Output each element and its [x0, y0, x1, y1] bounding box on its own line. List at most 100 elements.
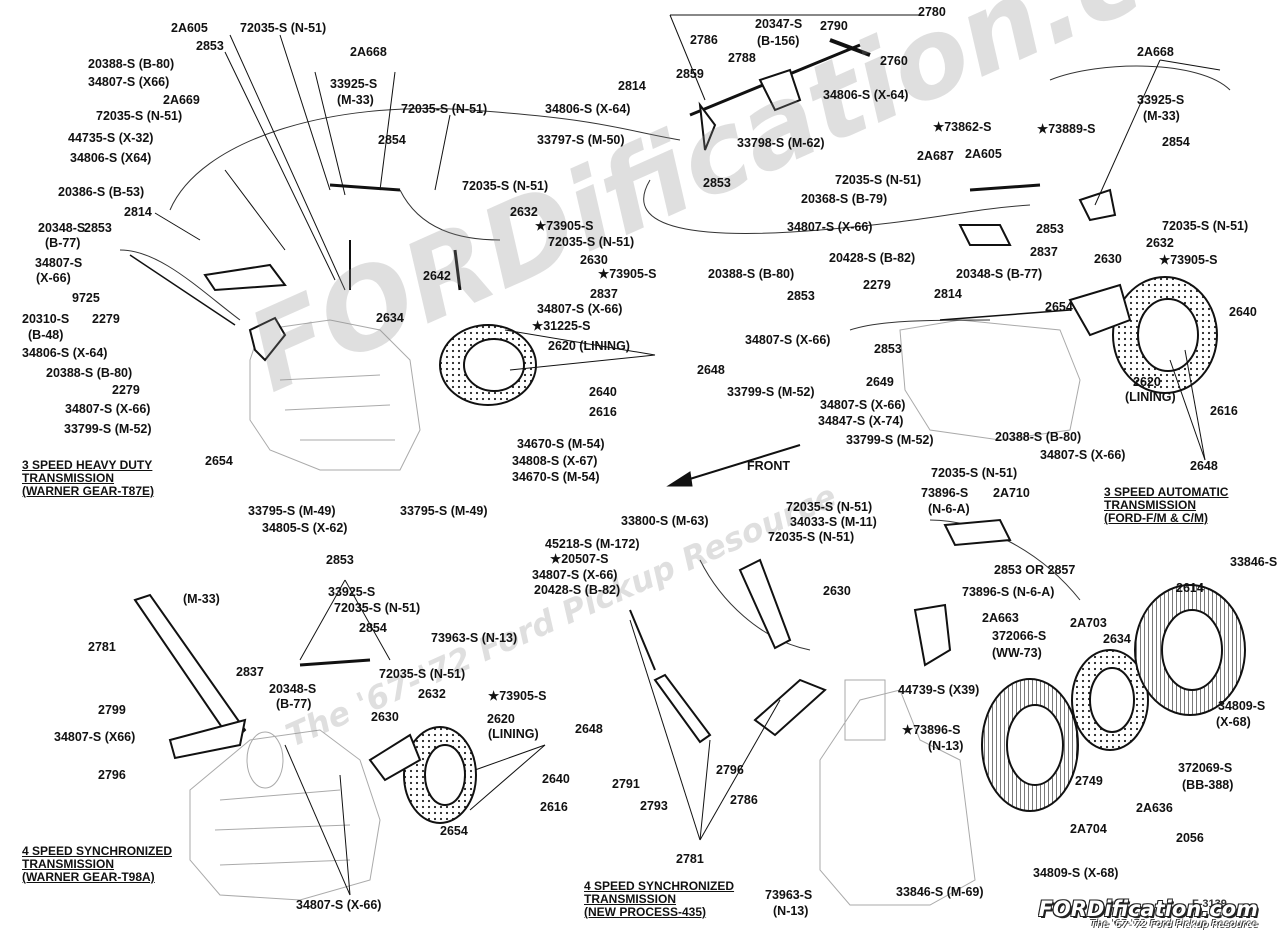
- hd-linkage: [129, 183, 462, 362]
- part-label: 2279: [863, 278, 891, 292]
- part-label: 2A704: [1070, 822, 1107, 836]
- part-label: 34807-S (X-66): [537, 302, 623, 316]
- part-label: 72035-S (N-51): [379, 667, 466, 681]
- part-label: 2853: [703, 176, 731, 190]
- part-label: 20348-S: [38, 221, 86, 235]
- part-label: 33925-S: [330, 77, 378, 91]
- part-label: 33797-S (M-50): [537, 133, 625, 147]
- part-label: 33795-S (M-49): [400, 504, 488, 518]
- part-label: 72035-S (N-51): [96, 109, 183, 123]
- part-label: 34807-S (X66): [88, 75, 170, 89]
- part-label: 2A669: [163, 93, 200, 107]
- fordification-logo: FORDification.com The '67-'72 Ford Picku…: [1039, 897, 1259, 930]
- part-label: 72035-S (N-51): [240, 21, 327, 35]
- part-label: 34807-S (X-66): [296, 898, 382, 912]
- part-label: (BB-388): [1182, 778, 1234, 792]
- part-label: 2634: [376, 311, 404, 325]
- part-label: 2853: [787, 289, 815, 303]
- np435-linkage: [629, 558, 827, 744]
- part-label: 2616: [540, 800, 568, 814]
- part-label: 2056: [1176, 831, 1204, 845]
- part-label: 20388-S (B-80): [88, 57, 175, 71]
- part-label: 2279: [112, 383, 140, 397]
- auto-brake-band: [1068, 276, 1218, 394]
- logo-tagline: The '67-'72 Ford Pickup Resource: [1090, 919, 1258, 930]
- part-label: 33795-S (M-49): [248, 504, 336, 518]
- np435-brake-drum-assembly: [981, 584, 1246, 812]
- part-label: 9725: [72, 291, 100, 305]
- part-label: (LINING): [488, 727, 539, 741]
- figure-number: F-3139: [1192, 898, 1227, 910]
- part-label: 72035-S (N-51): [548, 235, 635, 249]
- part-label: (WW-73): [992, 646, 1042, 660]
- part-label: 2853: [1036, 222, 1064, 236]
- part-label: 20388-S (B-80): [46, 366, 133, 380]
- part-label: 2854: [359, 621, 387, 635]
- part-label: 2640: [1229, 305, 1257, 319]
- part-label: 2648: [1190, 459, 1218, 473]
- part-label: ★73905-S: [535, 219, 594, 233]
- part-label: 2791: [612, 777, 640, 791]
- logo-main: FORDification.com: [1038, 897, 1259, 921]
- part-label: 2788: [728, 51, 756, 65]
- part-label: 2837: [1030, 245, 1058, 259]
- part-label: 2749: [1075, 774, 1103, 788]
- part-label: 2790: [820, 19, 848, 33]
- part-label: 72035-S (N-51): [401, 102, 488, 116]
- transmission-outline-hd: [249, 319, 421, 471]
- part-label: ★73905-S: [1159, 253, 1218, 267]
- part-label: 2A605: [965, 147, 1002, 161]
- part-label: 2853: [84, 221, 112, 235]
- part-label: 2853: [196, 39, 224, 53]
- part-label: 2A703: [1070, 616, 1107, 630]
- t98-linkage: [299, 658, 371, 667]
- part-label: (LINING): [1125, 390, 1176, 404]
- part-label: 20347-S: [755, 17, 803, 31]
- part-label: 2796: [716, 763, 744, 777]
- part-label: 2620: [487, 712, 515, 726]
- part-label: 34807-S (X-66): [65, 402, 151, 416]
- part-label: (B-48): [28, 328, 64, 342]
- part-label: 33799-S (M-52): [64, 422, 152, 436]
- cable-routes: [119, 65, 1231, 651]
- part-label: 2614: [1176, 581, 1204, 595]
- part-label: 44735-S (X-32): [68, 131, 154, 145]
- part-label: (B-156): [757, 34, 800, 48]
- part-label: (N-13): [928, 739, 964, 753]
- part-label: 20386-S (B-53): [58, 185, 145, 199]
- part-label: 72035-S (N-51): [1162, 219, 1249, 233]
- part-label: 33798-S (M-62): [737, 136, 825, 150]
- part-label: 72035-S (N-51): [334, 601, 421, 615]
- part-label: 44739-S (X39): [898, 683, 980, 697]
- part-label: 33799-S (M-52): [727, 385, 815, 399]
- part-label: 2799: [98, 703, 126, 717]
- part-label: 34807-S (X-66): [1040, 448, 1126, 462]
- part-label: 2A710: [993, 486, 1030, 500]
- part-label: 2649: [866, 375, 894, 389]
- part-label: 2781: [676, 852, 704, 866]
- part-label: 34807-S: [35, 256, 83, 270]
- part-label: 2781: [88, 640, 116, 654]
- front-arrow: [666, 444, 801, 487]
- handle-linkage-top: [689, 38, 871, 151]
- part-label: 34808-S (X-67): [512, 454, 598, 468]
- part-label: 2814: [618, 79, 646, 93]
- t98-hand-lever: [133, 593, 247, 760]
- part-label: 34806-S (X-64): [545, 102, 631, 116]
- part-label: 2648: [697, 363, 725, 377]
- part-label: 34033-S (M-11): [790, 515, 877, 529]
- part-label: 2616: [589, 405, 617, 419]
- part-label: 72035-S (N-51): [768, 530, 855, 544]
- part-label: ★20507-S: [550, 552, 609, 566]
- transmission-outline-t98: [189, 729, 381, 901]
- part-label: (M-33): [337, 93, 374, 107]
- part-label: 2A668: [1137, 45, 1174, 59]
- part-label: 20310-S: [22, 312, 70, 326]
- part-label: 2642: [423, 269, 451, 283]
- front-label: FRONT: [747, 459, 791, 473]
- part-label: 34807-S (X-66): [787, 220, 873, 234]
- part-label: 33846-S (M-69): [896, 885, 984, 899]
- transmission-outline-np435: [819, 679, 976, 906]
- part-label: 33925-S: [1137, 93, 1185, 107]
